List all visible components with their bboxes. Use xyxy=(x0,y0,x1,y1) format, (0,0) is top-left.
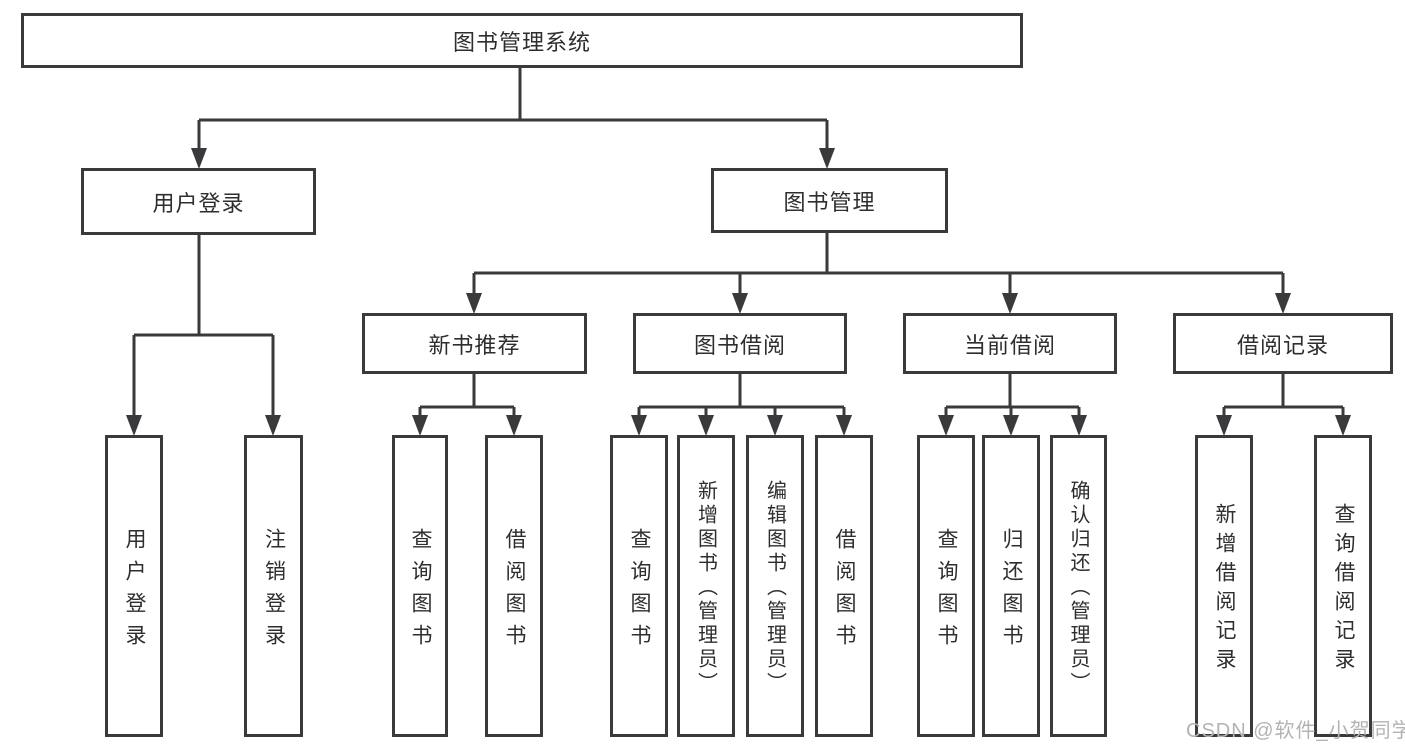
arrowhead-icon xyxy=(1216,415,1232,436)
node-new-book-recommend: 新书推荐 xyxy=(362,313,587,374)
node-current-borrow-label: 当前借阅 xyxy=(963,332,1056,358)
node-user-login-label: 用户登录 xyxy=(152,190,245,216)
arrowhead-icon xyxy=(1003,415,1019,436)
node-book-borrow: 图书借阅 xyxy=(633,313,847,374)
arrowhead-icon xyxy=(126,415,142,436)
arrowhead-icon xyxy=(191,148,207,169)
leaf-return-book-label: 归还图书 xyxy=(1000,527,1023,656)
leaf-add-book-admin-label: 新增图书（管理员） xyxy=(694,480,717,696)
node-book-management: 图书管理 xyxy=(711,168,948,233)
connector-user-login xyxy=(132,235,275,417)
node-root: 图书管理系统 xyxy=(21,13,1023,68)
leaf-borrow-books-1: 借阅图书 xyxy=(485,435,543,737)
leaf-add-book-admin: 新增图书（管理员） xyxy=(677,435,735,737)
leaf-user-login-label: 用户登录 xyxy=(123,527,146,656)
arrowhead-icon xyxy=(1002,293,1018,314)
node-user-login: 用户登录 xyxy=(81,168,316,235)
leaf-query-books-1: 查询图书 xyxy=(392,435,448,737)
arrowhead-icon xyxy=(938,415,954,436)
leaf-confirm-return-admin-label: 确认归还（管理员） xyxy=(1067,480,1089,696)
leaf-logout-label: 注销登录 xyxy=(262,527,286,656)
arrowhead-icon xyxy=(698,415,714,436)
connector-current-borrow xyxy=(944,374,1081,417)
leaf-edit-book-admin-label: 编辑图书（管理员） xyxy=(763,480,786,696)
leaf-add-borrow-record: 新增借阅记录 xyxy=(1195,435,1253,737)
connector-book-management xyxy=(472,233,1285,295)
leaf-query-books-2: 查询图书 xyxy=(610,435,668,737)
arrowhead-icon xyxy=(767,415,783,436)
arrowhead-icon xyxy=(1335,415,1351,436)
connector-borrow-records xyxy=(1222,374,1345,417)
leaf-query-books-1-label: 查询图书 xyxy=(409,527,432,656)
arrowhead-icon xyxy=(265,415,281,436)
node-book-management-label: 图书管理 xyxy=(783,189,876,215)
leaf-query-books-3: 查询图书 xyxy=(917,435,975,737)
arrowhead-icon xyxy=(836,415,852,436)
arrowhead-icon xyxy=(1071,415,1087,436)
connector-new-book-recommend xyxy=(418,374,516,417)
arrowhead-icon xyxy=(412,415,428,436)
leaf-confirm-return-admin: 确认归还（管理员） xyxy=(1050,435,1107,737)
leaf-query-books-3-label: 查询图书 xyxy=(935,527,958,656)
arrowhead-icon xyxy=(1275,293,1291,314)
node-current-borrow: 当前借阅 xyxy=(903,313,1117,374)
connector-root xyxy=(197,68,829,150)
arrowhead-icon xyxy=(631,415,647,436)
node-root-label: 图书管理系统 xyxy=(452,29,591,55)
leaf-borrow-books-1-label: 借阅图书 xyxy=(503,527,526,656)
leaf-return-book: 归还图书 xyxy=(982,435,1040,737)
node-book-borrow-label: 图书借阅 xyxy=(693,332,786,358)
leaf-query-borrow-record-label: 查询借阅记录 xyxy=(1332,503,1355,677)
leaf-borrow-books-2: 借阅图书 xyxy=(815,435,873,737)
leaf-query-borrow-record: 查询借阅记录 xyxy=(1314,435,1372,737)
arrowhead-icon xyxy=(732,293,748,314)
connector-book-borrow xyxy=(637,374,846,417)
leaf-borrow-books-2-label: 借阅图书 xyxy=(833,527,856,656)
leaf-query-books-2-label: 查询图书 xyxy=(628,527,651,656)
arrowhead-icon xyxy=(819,148,835,169)
leaf-logout: 注销登录 xyxy=(244,435,303,737)
node-borrow-records-label: 借阅记录 xyxy=(1236,332,1329,358)
arrowhead-icon xyxy=(466,293,482,314)
csdn-watermark: CSDN @软件_小贺同学 xyxy=(1186,720,1405,742)
leaf-edit-book-admin: 编辑图书（管理员） xyxy=(746,435,804,737)
leaf-add-borrow-record-label: 新增借阅记录 xyxy=(1213,503,1236,677)
node-borrow-records: 借阅记录 xyxy=(1173,313,1393,374)
node-new-book-recommend-label: 新书推荐 xyxy=(428,332,521,358)
leaf-user-login: 用户登录 xyxy=(105,435,163,737)
arrowhead-icon xyxy=(506,415,522,436)
